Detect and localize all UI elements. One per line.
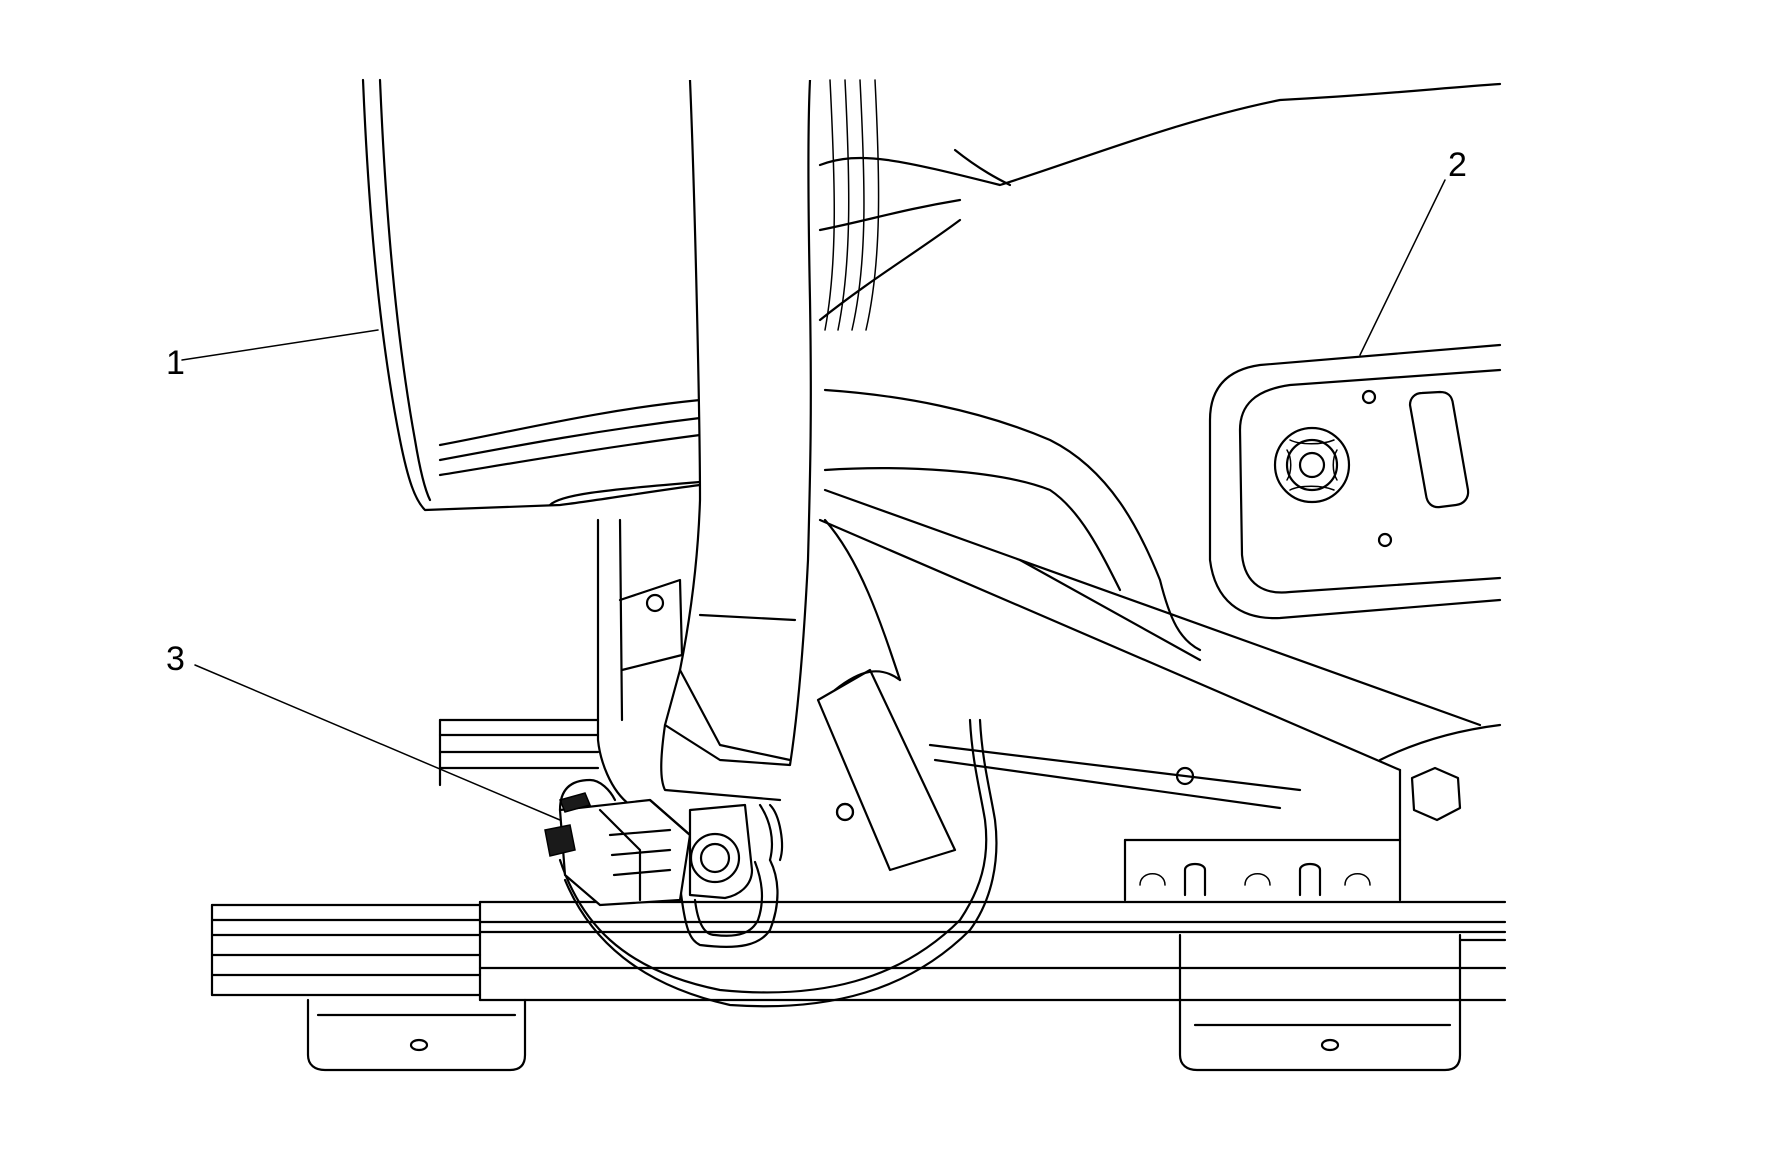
seat-cushion <box>818 82 1502 662</box>
callout-2: 2 <box>1448 146 1467 184</box>
callout-3: 3 <box>166 640 185 678</box>
callout-leaders <box>181 179 1446 821</box>
callout-1: 1 <box>166 344 185 382</box>
leader-2 <box>1359 179 1446 356</box>
seatback-panel <box>361 78 702 512</box>
seat-frame <box>818 488 1502 902</box>
seat-bracket <box>596 518 957 872</box>
wire-harness <box>544 718 998 1008</box>
seat-side-panel <box>1208 343 1502 620</box>
leader-1 <box>181 329 379 361</box>
leader-3 <box>194 664 561 821</box>
seat-belt-strap <box>660 79 880 802</box>
